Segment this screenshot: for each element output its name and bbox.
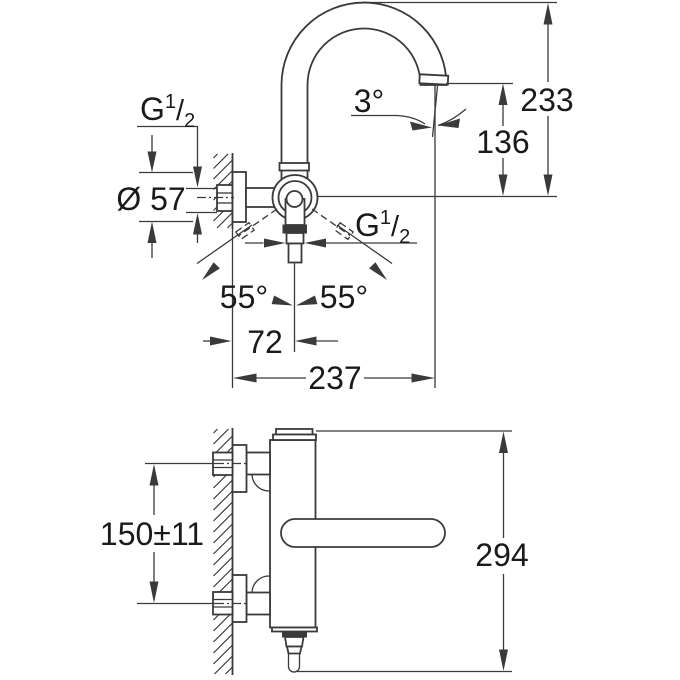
dim-label-thread-outlet: G1/2 xyxy=(355,207,410,248)
body-base-plate xyxy=(271,626,318,633)
dim-offset-72: 72 xyxy=(203,324,338,360)
bottom-connector xyxy=(245,591,271,616)
spout-collar xyxy=(278,162,310,172)
outlet-knurled-nut xyxy=(282,224,307,234)
front-view: G1/2 Ø 57 3° 233 xyxy=(116,1,574,396)
dim-height-136: 136 xyxy=(476,83,530,196)
outlet-thread xyxy=(285,232,305,245)
aerator-upper-side xyxy=(283,636,305,648)
dim-label-thread-top: G1/2 xyxy=(140,91,195,132)
aerator-lower-side xyxy=(285,645,303,655)
dim-total-height-294: 294 xyxy=(297,430,529,673)
dim-inlet-spacing-150: 150±11 xyxy=(100,462,215,605)
dim-label-55-left: 55° xyxy=(220,279,268,315)
side-view: 294 150±11 xyxy=(100,428,529,675)
dim-label-150: 150±11 xyxy=(100,516,204,552)
swivel-outlet-right xyxy=(333,221,355,241)
dim-label-237: 237 xyxy=(308,360,361,396)
dim-flange-diameter: Ø 57 xyxy=(116,135,193,258)
wall-flange xyxy=(231,171,247,223)
dim-thread-top: G1/2 xyxy=(137,91,217,243)
dim-label-flange-diameter: Ø 57 xyxy=(116,181,185,217)
top-flange-side xyxy=(231,444,248,493)
dim-swivel-left: 55° xyxy=(196,224,293,315)
body-cap xyxy=(272,433,317,441)
dim-label-294: 294 xyxy=(475,537,528,573)
dim-label-spout-angle: 3° xyxy=(354,83,385,119)
outlet-aerator xyxy=(287,242,303,264)
bottom-flange-side xyxy=(231,574,248,623)
dim-swivel-right: 55° xyxy=(296,224,393,315)
dim-label-136: 136 xyxy=(476,124,529,160)
dim-thread-outlet: G1/2 xyxy=(245,207,417,248)
swivel-range xyxy=(234,208,355,241)
top-connector xyxy=(245,451,271,476)
lever-handle xyxy=(280,518,446,548)
valve-pivot xyxy=(285,190,304,208)
swivel-outlet-left xyxy=(234,221,256,241)
tilted-stream-line xyxy=(431,85,439,138)
dim-label-55-right: 55° xyxy=(320,279,368,315)
bottom-connector-fillet xyxy=(251,575,270,593)
water-stream xyxy=(287,654,301,673)
dim-label-233: 233 xyxy=(520,82,573,118)
dim-height-233: 233 xyxy=(520,3,574,196)
spout-aerator-tip xyxy=(418,73,450,86)
dim-label-72: 72 xyxy=(247,324,283,360)
dim-reach-237: 237 xyxy=(233,360,435,396)
top-connector-fillet xyxy=(251,474,270,492)
dim-spout-angle: 3° xyxy=(351,83,467,131)
